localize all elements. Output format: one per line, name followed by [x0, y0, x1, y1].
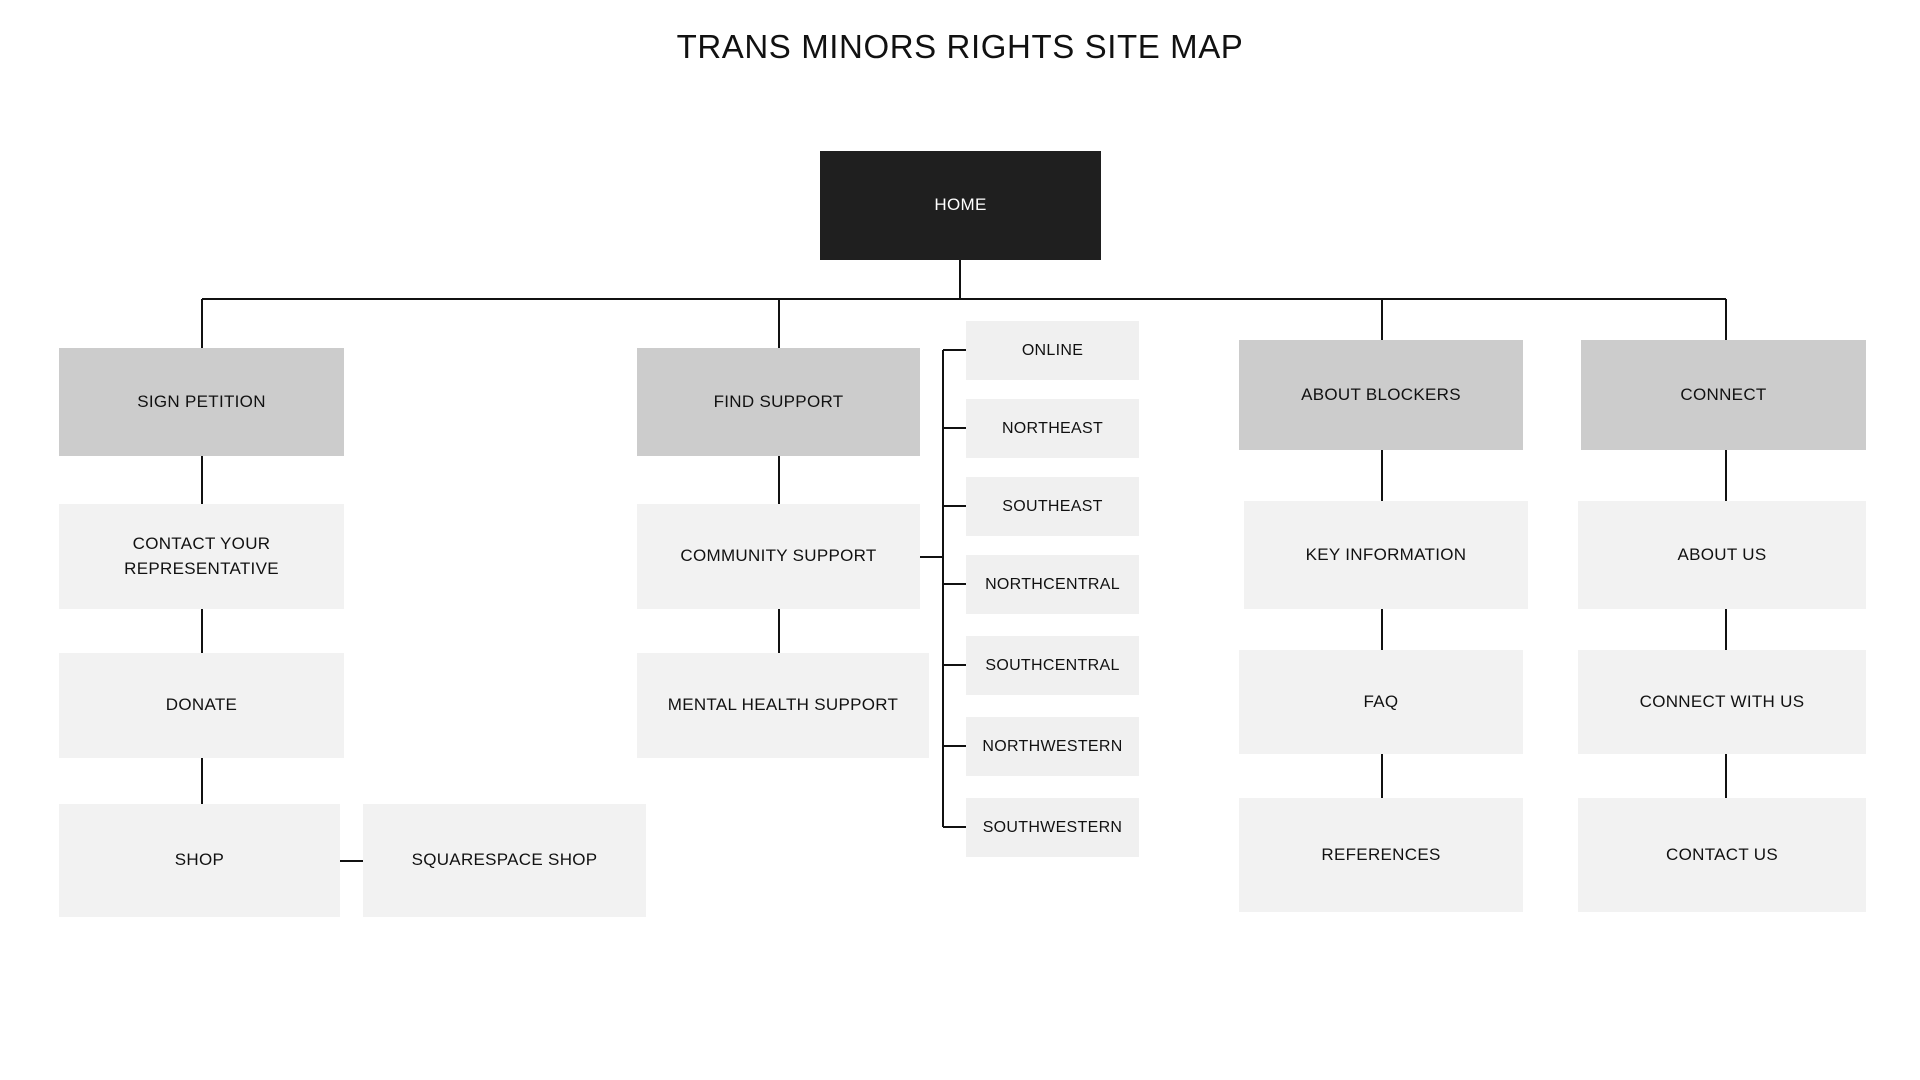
node-southeast[interactable]: SOUTHEAST [966, 477, 1139, 536]
node-squarespace-shop[interactable]: SQUARESPACE SHOP [363, 804, 646, 917]
node-about-us[interactable]: ABOUT US [1578, 501, 1866, 609]
node-contact-us[interactable]: CONTACT US [1578, 798, 1866, 912]
node-donate[interactable]: DONATE [59, 653, 344, 758]
node-faq[interactable]: FAQ [1239, 650, 1523, 754]
node-mental-health-support[interactable]: MENTAL HEALTH SUPPORT [637, 653, 929, 758]
node-northeast[interactable]: NORTHEAST [966, 399, 1139, 458]
node-community-support[interactable]: COMMUNITY SUPPORT [637, 504, 920, 609]
node-shop[interactable]: SHOP [59, 804, 340, 917]
page-title: TRANS MINORS RIGHTS SITE MAP [676, 28, 1244, 65]
node-references[interactable]: REFERENCES [1239, 798, 1523, 912]
node-connect[interactable]: CONNECT [1581, 340, 1866, 450]
node-home[interactable]: HOME [820, 151, 1101, 260]
node-find-support[interactable]: FIND SUPPORT [637, 348, 920, 456]
node-contact-your-representative[interactable]: CONTACT YOUR REPRESENTATIVE [59, 504, 344, 609]
node-key-information[interactable]: KEY INFORMATION [1244, 501, 1528, 609]
node-southwestern[interactable]: SOUTHWESTERN [966, 798, 1139, 857]
node-connect-with-us[interactable]: CONNECT WITH US [1578, 650, 1866, 754]
node-sign-petition[interactable]: SIGN PETITION [59, 348, 344, 456]
node-about-blockers[interactable]: ABOUT BLOCKERS [1239, 340, 1523, 450]
node-northwestern[interactable]: NORTHWESTERN [966, 717, 1139, 776]
node-northcentral[interactable]: NORTHCENTRAL [966, 555, 1139, 614]
node-southcentral[interactable]: SOUTHCENTRAL [966, 636, 1139, 695]
node-online[interactable]: ONLINE [966, 321, 1139, 380]
